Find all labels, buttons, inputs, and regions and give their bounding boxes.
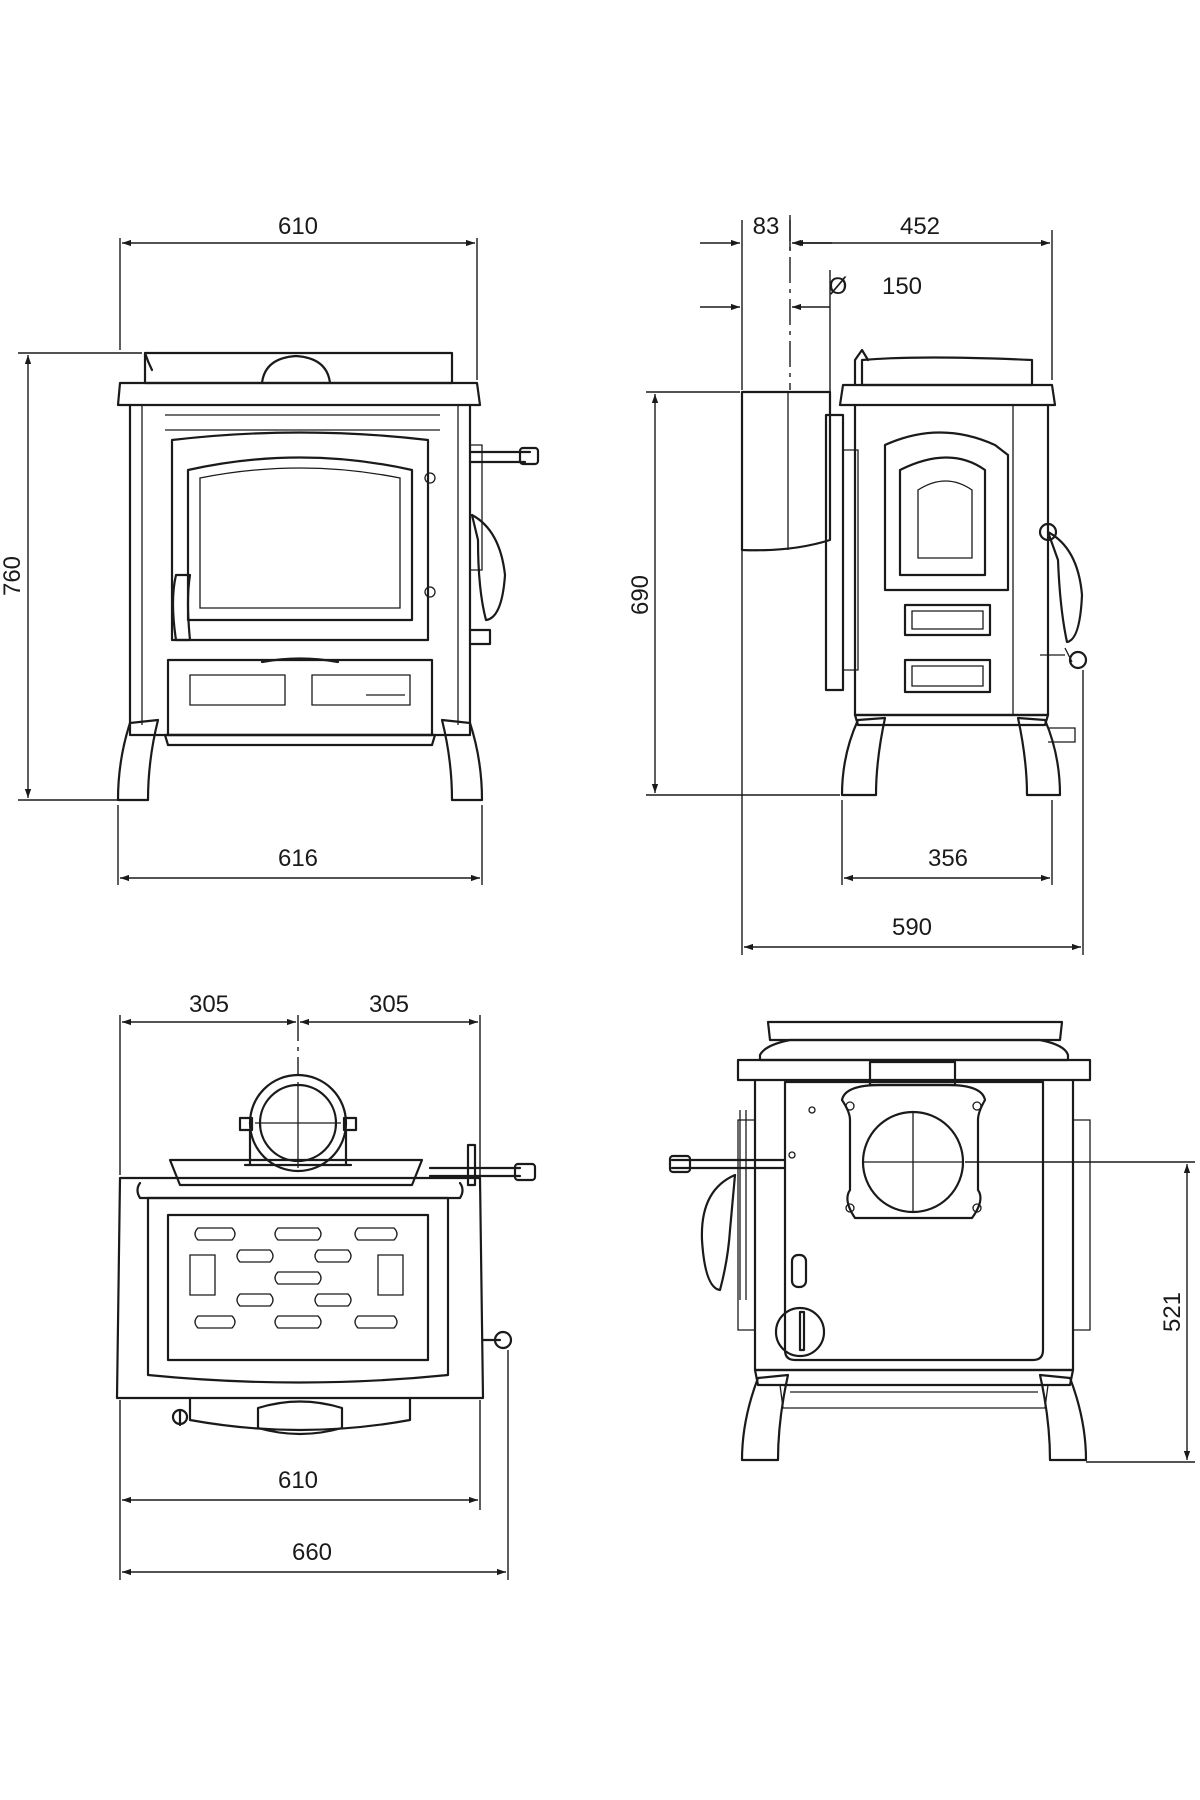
dim-top-width-body: 610 xyxy=(278,1467,318,1494)
dim-flue-diameter-symbol: Ø xyxy=(829,273,848,300)
dim-side-height: 690 xyxy=(627,575,654,615)
dim-rear-flue-height: 521 xyxy=(1159,1292,1186,1332)
dim-front-height: 760 xyxy=(0,556,26,596)
dim-front-width-top: 610 xyxy=(278,213,318,240)
dim-top-half-right: 305 xyxy=(369,991,409,1018)
dim-top-half-left: 305 xyxy=(189,991,229,1018)
dim-top-width-overall: 660 xyxy=(292,1539,332,1566)
dim-side-flue-offset: 83 xyxy=(753,213,780,240)
top-view: 305 305 610 660 xyxy=(115,991,537,1580)
dim-side-total-depth: 590 xyxy=(892,914,932,941)
dim-front-width-base: 616 xyxy=(278,845,318,872)
dim-flue-diameter: 150 xyxy=(882,273,922,300)
side-view: 83 452 Ø 150 690 356 590 xyxy=(627,213,1088,955)
dim-side-leg-spacing: 356 xyxy=(928,845,968,872)
front-view: 610 760 616 xyxy=(0,213,540,885)
rear-view: 521 xyxy=(668,1020,1195,1463)
dim-side-depth-top: 452 xyxy=(900,213,940,240)
